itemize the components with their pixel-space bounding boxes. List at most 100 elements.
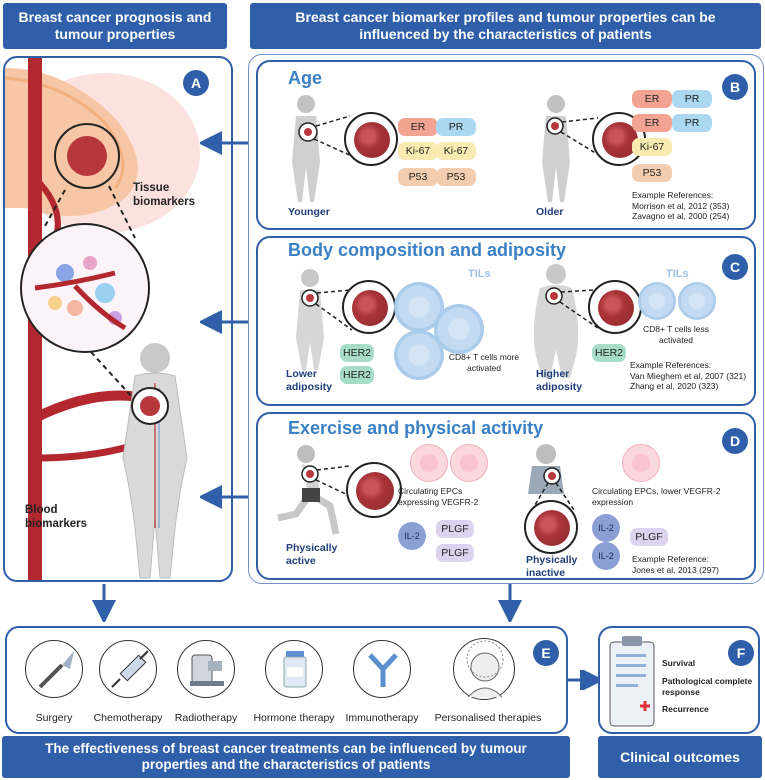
activity-references: Example Reference: Jones et al, 2013 (29… xyxy=(632,554,756,575)
panel-f: F Survival Pathological complete respons… xyxy=(598,626,760,734)
tumour-icon xyxy=(354,122,390,158)
adiposity-illustration xyxy=(296,264,599,378)
activity-illustration xyxy=(277,444,575,535)
marker-ki67: Ki-67 xyxy=(436,142,476,160)
arrow-to-outcomes xyxy=(568,670,602,690)
badge-b: B xyxy=(722,74,748,100)
reference-item: Van Mieghem et al, 2007 (321) xyxy=(630,370,747,381)
panel-b: Age B ER PR Ki-67 Ki-67 P53 P53 Younger … xyxy=(256,60,756,230)
marker-er: ER xyxy=(398,118,438,136)
badge-e: E xyxy=(533,640,559,666)
t-cell-icon xyxy=(678,282,716,320)
tils-label-higher: TILs xyxy=(666,268,689,280)
physically-active-label: Physically active xyxy=(286,542,338,567)
adiposity-references: Example References: Van Mieghem et al, 2… xyxy=(630,360,756,392)
marker-il2: IL-2 xyxy=(398,522,426,550)
marker-p53: P53 xyxy=(632,164,672,182)
panel-c-title: Body composition and adiposity xyxy=(288,240,567,260)
marker-ki67: Ki-67 xyxy=(398,142,438,160)
footer-treatment-effectiveness: The effectiveness of breast cancer treat… xyxy=(2,736,570,778)
marker-her2: HER2 xyxy=(592,344,626,362)
tumour-icon xyxy=(598,290,634,326)
treatment-radiotherapy: Radiotherapy xyxy=(174,712,238,724)
outcome-pcr: Pathological complete response xyxy=(662,676,753,697)
epc-cell-icon xyxy=(450,444,488,482)
age-references: Example References: Morrison et al, 2012… xyxy=(632,190,756,222)
radiotherapy-machine-icon xyxy=(177,640,235,698)
marker-plgf: PLGF xyxy=(436,520,474,538)
antibody-icon xyxy=(353,640,411,698)
patient-face-icon xyxy=(453,638,515,700)
footer-clinical-outcomes: Clinical outcomes xyxy=(598,736,762,778)
t-cell-icon xyxy=(434,304,484,354)
treatment-surgery: Surgery xyxy=(35,712,73,724)
tils-label-lower: TILs xyxy=(468,268,491,280)
pill-bottle-icon xyxy=(265,640,323,698)
marker-her2: HER2 xyxy=(340,344,374,362)
active-epc-text: Circulating EPCs expressing VEGFR-2 xyxy=(398,486,479,507)
panel-d: Exercise and physical activity D Circula… xyxy=(256,412,756,580)
panel-d-title: Exercise and physical activity xyxy=(288,418,544,438)
badge-a: A xyxy=(183,70,209,96)
syringe-icon xyxy=(99,640,157,698)
marker-pr: PR xyxy=(672,114,712,132)
badge-d: D xyxy=(722,428,748,454)
epc-cell-icon xyxy=(622,444,660,482)
lower-adiposity-tumour-zoom xyxy=(342,280,396,334)
marker-plgf: PLGF xyxy=(436,544,474,562)
treatment-hormone-therapy: Hormone therapy xyxy=(253,712,335,724)
panel-c: Body composition and adiposity C TILs CD… xyxy=(256,236,756,406)
marker-p53: P53 xyxy=(398,168,438,186)
marker-er: ER xyxy=(632,90,672,108)
outcome-recurrence: Recurrence xyxy=(662,704,709,714)
panel-a: A Tissue biomarkers Blood biomarkers xyxy=(3,56,233,582)
reference-item: Morrison et al, 2012 (353) xyxy=(632,200,730,211)
epc-cell-icon xyxy=(410,444,448,482)
age-illustration xyxy=(292,95,603,202)
tumour-icon xyxy=(534,510,570,546)
marker-pr: PR xyxy=(672,90,712,108)
inactive-tumour-zoom xyxy=(524,500,578,554)
reference-heading: Example References: xyxy=(632,190,714,200)
younger-label: Younger xyxy=(288,206,330,218)
blood-biomarkers-label: Blood biomarkers xyxy=(25,504,88,530)
header-prognosis: Breast cancer prognosis and tumour prope… xyxy=(3,3,227,49)
older-label: Older xyxy=(536,206,564,218)
panel-a-illustration xyxy=(5,58,200,580)
header-biomarker-profiles: Breast cancer biomarker profiles and tum… xyxy=(250,3,761,49)
scalpel-icon xyxy=(25,640,83,698)
t-cell-icon xyxy=(638,282,676,320)
reference-item: Zhang et al, 2020 (323) xyxy=(630,381,719,392)
outcome-survival: Survival xyxy=(662,658,696,668)
marker-her2: HER2 xyxy=(340,366,374,384)
marker-ki67: Ki-67 xyxy=(632,138,672,156)
marker-p53: P53 xyxy=(436,168,476,186)
higher-cd8-text: CD8+ T cells less activated xyxy=(642,324,710,345)
higher-adiposity-label: Higher adiposity xyxy=(536,368,583,393)
tumour-icon xyxy=(356,472,394,510)
tissue-biomarkers-label: Tissue biomarkers xyxy=(133,182,196,208)
higher-adiposity-tumour-zoom xyxy=(588,280,642,334)
arrows-to-panel-a xyxy=(200,131,255,509)
panel-b-title: Age xyxy=(288,68,323,88)
lower-adiposity-label: Lower adiposity xyxy=(286,368,333,393)
reference-item: Zavagno et al, 2000 (254) xyxy=(632,211,730,222)
younger-tumour-zoom xyxy=(344,112,398,166)
marker-il2: IL-2 xyxy=(592,542,620,570)
marker-pr: PR xyxy=(436,118,476,136)
badge-c: C xyxy=(722,254,748,280)
tumour-icon xyxy=(352,290,388,326)
lower-cd8-text: CD8+ T cells more activated xyxy=(448,352,520,373)
panel-e: E Surgery Chemotherapy Radiotherapy Horm… xyxy=(5,626,568,734)
treatment-personalised: Personalised therapies xyxy=(434,712,542,724)
clipboard-icon xyxy=(609,636,655,727)
marker-il2: IL-2 xyxy=(592,514,620,542)
badge-f: F xyxy=(728,640,754,666)
reference-item: Jones et al, 2013 (297) xyxy=(632,564,719,575)
physically-inactive-label: Physically inactive xyxy=(526,554,578,579)
reference-heading: Example Reference: xyxy=(632,554,710,564)
marker-plgf: PLGF xyxy=(630,528,668,546)
treatment-immunotherapy: Immunotherapy xyxy=(345,712,419,724)
treatment-chemotherapy: Chemotherapy xyxy=(93,712,163,724)
arrows-down xyxy=(92,584,522,622)
